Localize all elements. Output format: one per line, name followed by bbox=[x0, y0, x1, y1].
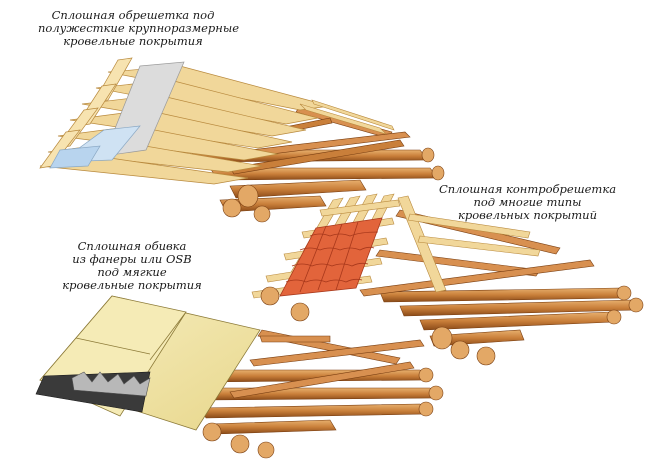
caption-solid-battens: Сплошная обрешетка под полужесткие крупн… bbox=[38, 8, 240, 48]
caption-plywood: Сплошная обивка из фанеры или OSB под мя… bbox=[62, 240, 202, 292]
caption-counter-battens-line-3: кровельных покрытий bbox=[458, 208, 597, 222]
roofing-sheets-1 bbox=[49, 61, 185, 169]
wall-logs-2 bbox=[379, 285, 644, 366]
caption-solid-battens-line-2: полужесткие крупноразмерные bbox=[38, 21, 240, 35]
soft-shingles-3 bbox=[35, 371, 151, 413]
caption-solid-battens-line-1: Сплошная обрешетка под bbox=[51, 8, 215, 22]
roof-plywood bbox=[35, 295, 444, 459]
roof-tiles-2 bbox=[279, 217, 383, 297]
rafters-3 bbox=[229, 329, 425, 399]
log-ends-2 bbox=[260, 286, 310, 322]
ridge-1 bbox=[299, 99, 395, 135]
caption-plywood-line-2: из фанеры или OSB bbox=[72, 252, 192, 266]
caption-counter-battens-line-2: под многие типы bbox=[473, 195, 582, 209]
caption-plywood-line-4: кровельные покрытия bbox=[62, 278, 202, 292]
caption-counter-battens-line-1: Сплошная контробрешетка bbox=[438, 182, 617, 196]
caption-plywood-line-3: под мягкие bbox=[97, 265, 167, 279]
roof-counter-battens bbox=[251, 193, 644, 366]
caption-counter-battens: Сплошная контробрешетка под многие типы … bbox=[435, 183, 620, 222]
caption-solid-battens-line-3: кровельные покрытия bbox=[63, 34, 203, 48]
caption-plywood-line-1: Сплошная обивка bbox=[77, 239, 187, 253]
roof-solid-battens bbox=[39, 57, 445, 223]
rafters-2 bbox=[359, 209, 595, 297]
batten-ends-1 bbox=[39, 57, 133, 169]
